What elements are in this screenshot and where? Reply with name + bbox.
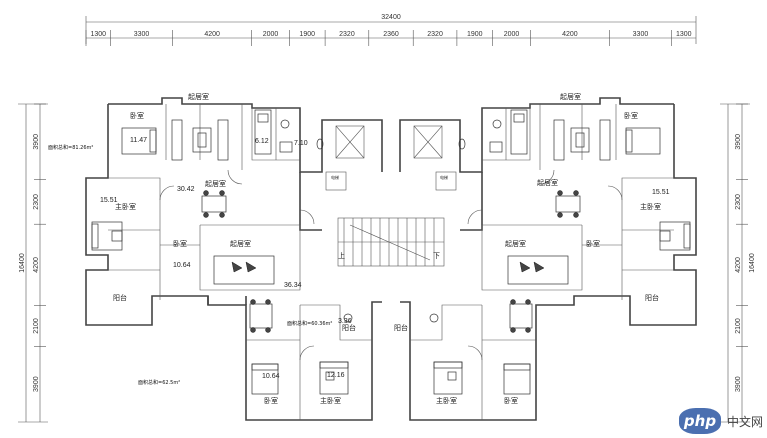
- area-sum-lower-left: 面积总和=62.5m²: [138, 379, 180, 386]
- stair-up-label: 上: [338, 251, 345, 260]
- stair-down-label: 下: [433, 252, 440, 260]
- door-swings: [159, 169, 623, 361]
- room-living-ur-2: 起居室: [537, 178, 558, 187]
- right-dim-label: 3900: [735, 134, 742, 150]
- room-balcony-cl: 阳台: [342, 323, 356, 332]
- room-balcony-cr: 阳台: [394, 323, 408, 332]
- room-balcony-r: 阳台: [645, 293, 659, 302]
- area-15-51-right: 15.51: [652, 189, 670, 196]
- top-dim-label: 1900: [299, 31, 315, 38]
- top-dim-label: 4200: [204, 31, 220, 38]
- area-3-36: 3.36: [338, 318, 352, 325]
- room-living-ur: 起居室: [560, 92, 581, 101]
- top-dim-label: 3300: [134, 31, 150, 38]
- left-dim-label: 2100: [33, 318, 40, 334]
- php-logo-icon: php: [678, 408, 721, 434]
- watermark: php 中文网: [678, 408, 763, 434]
- area-30-42: 30.42: [177, 186, 195, 193]
- top-dim-label: 2000: [263, 31, 279, 38]
- right-dim-label: 2300: [735, 194, 742, 210]
- area-sum-center: 面积总和=60.36m²: [287, 320, 332, 327]
- interior-partitions: [108, 104, 674, 420]
- room-bedroom-ll: 卧室: [264, 396, 278, 405]
- room-master-lr: 主卧室: [436, 396, 457, 405]
- right-dim-label: 4200: [735, 257, 742, 273]
- top-dim-label: 2320: [427, 31, 443, 38]
- room-living-ul-2: 起居室: [205, 179, 226, 188]
- elevator-right: [413, 125, 443, 159]
- top-dimension-chain: 1300 3300 4200 2000 1900 2320 2360 2320 1900 2000…: [85, 16, 697, 46]
- total-width-label: 32400: [381, 14, 401, 21]
- room-bedroom-lr: 卧室: [504, 396, 518, 405]
- room-master-ul: 主卧室: [115, 202, 136, 211]
- top-dim-label: 4200: [562, 31, 578, 38]
- right-dimension-chain: [720, 103, 750, 423]
- top-dim-label: 2360: [383, 31, 399, 38]
- room-bedroom-ml: 卧室: [173, 239, 187, 248]
- room-bedroom-ur: 卧室: [624, 111, 638, 120]
- room-bedroom-mr: 卧室: [586, 239, 600, 248]
- left-dimension-chain: [18, 103, 48, 423]
- area-10-64-low: 10.64: [262, 373, 280, 380]
- left-dim-label: 2300: [33, 194, 40, 210]
- area-10-64-mid: 10.64: [173, 262, 191, 269]
- top-dim-label: 3300: [633, 31, 649, 38]
- right-dim-label: 2100: [735, 318, 742, 334]
- right-total-height: 16400: [749, 253, 756, 273]
- room-bedroom-ul: 卧室: [130, 111, 144, 120]
- right-dim-label: 3900: [735, 376, 742, 392]
- shaft-left: [325, 171, 347, 191]
- room-master-ll: 主卧室: [320, 396, 341, 405]
- area-7-10: 7.10: [294, 140, 308, 147]
- top-dim-label: 1900: [467, 31, 483, 38]
- left-total-height: 16400: [19, 253, 26, 273]
- elevator-label-right: 电梯: [440, 174, 448, 180]
- left-dim-label: 4200: [33, 257, 40, 273]
- watermark-text: 中文网: [726, 414, 763, 429]
- room-living-mr: 起居室: [505, 239, 526, 248]
- elevator-label-left: 电梯: [331, 174, 339, 180]
- area-11-47: 11.47: [130, 137, 147, 144]
- area-sum-upper-left: 面积总和=81.26m²: [48, 144, 93, 151]
- building-walls: [85, 97, 697, 421]
- top-dim-label: 1300: [90, 31, 106, 38]
- area-36-34: 36.34: [284, 282, 302, 289]
- elevator-left: [335, 125, 365, 159]
- top-dim-label: 1300: [676, 31, 692, 38]
- area-15-51-left: 15.51: [100, 197, 118, 204]
- left-dim-label: 3900: [33, 134, 40, 150]
- room-living-ml: 起居室: [230, 239, 251, 248]
- top-dim-label: 2320: [339, 31, 355, 38]
- area-12-16: 12.16: [327, 372, 345, 379]
- left-dim-label: 3900: [33, 376, 40, 392]
- furniture: [91, 109, 691, 395]
- room-living-ul: 起居室: [188, 92, 209, 101]
- room-balcony-l: 阳台: [113, 293, 127, 302]
- staircase: [337, 217, 445, 267]
- top-dim-label: 2000: [504, 31, 520, 38]
- area-6-12: 6.12: [255, 138, 269, 145]
- room-master-ur: 主卧室: [640, 202, 661, 211]
- shaft-right: [435, 171, 457, 191]
